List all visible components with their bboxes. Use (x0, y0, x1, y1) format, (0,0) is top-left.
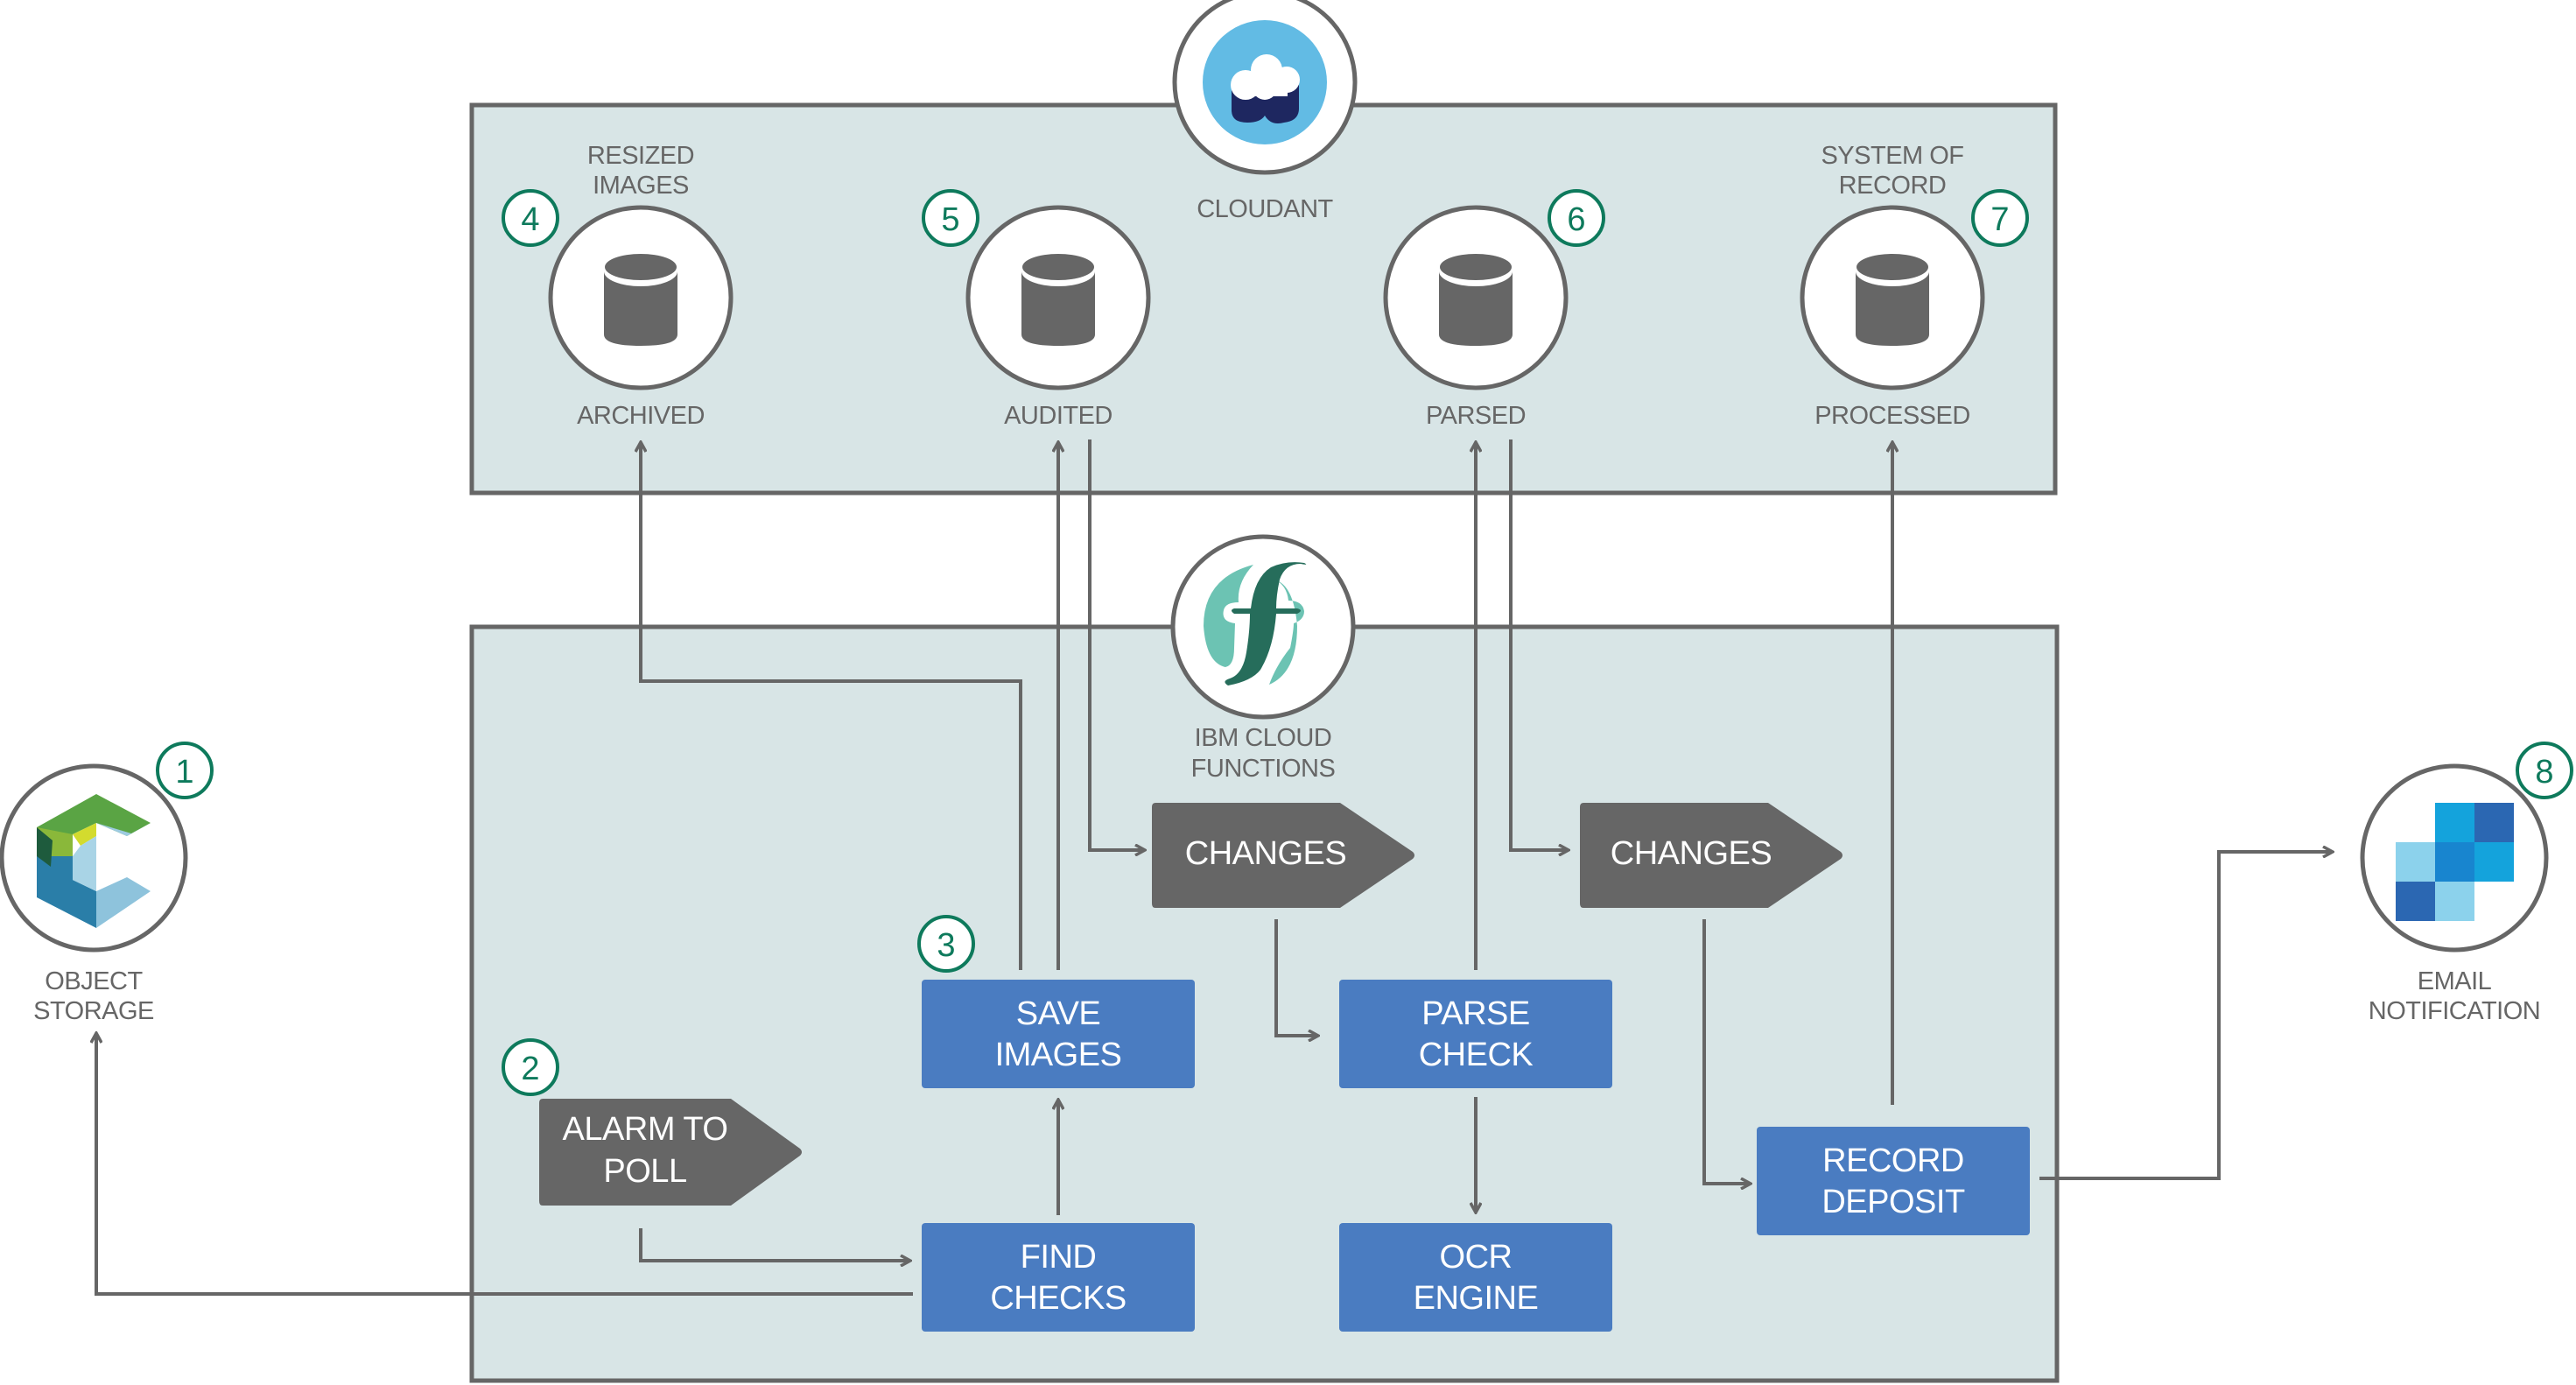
arrow-parsed-to-changes-2 (1509, 439, 1569, 850)
action-parse-check[interactable]: PARSE CHECK (1339, 980, 1612, 1088)
svg-text:6: 6 (1567, 201, 1585, 238)
step-badge-7: 7 (1971, 189, 2029, 247)
cloudant-service[interactable]: CLOUDANT (1172, 0, 1358, 223)
step-badge-4: 4 (502, 189, 559, 247)
trigger-alarm-line2: POLL (603, 1153, 686, 1190)
functions-service[interactable]: IBM CLOUD FUNCTIONS (1170, 534, 1356, 783)
trigger-changes-parsed[interactable]: CHANGES (1580, 803, 1843, 908)
trigger-changes-1-label: CHANGES (1185, 835, 1346, 872)
action-record-deposit-line1: RECORD (1822, 1142, 1964, 1179)
functions-label-line2: FUNCTIONS (1191, 755, 1336, 783)
trigger-alarm-to-poll[interactable]: ALARM TO POLL 2 (502, 1038, 802, 1206)
step-badge-8: 8 (2516, 742, 2573, 799)
arrow-find-checks-to-object-storage (96, 1033, 913, 1296)
email-notification-icon (2396, 803, 2514, 921)
action-record-deposit[interactable]: RECORD DEPOSIT (1757, 1127, 2030, 1235)
functions-panel (469, 624, 2060, 1383)
step-badge-3: 3 (917, 915, 975, 973)
action-ocr-engine[interactable]: OCR ENGINE (1339, 1223, 1612, 1332)
email-label-line1: EMAIL (2418, 967, 2492, 995)
svg-text:3: 3 (937, 927, 955, 964)
step-badge-1: 1 (156, 742, 214, 799)
action-record-deposit-line2: DEPOSIT (1821, 1184, 1965, 1220)
object-storage-label-line1: OBJECT (45, 967, 143, 995)
database-name: PROCESSED (1814, 402, 1970, 430)
action-find-checks-line2: CHECKS (990, 1280, 1126, 1317)
arrow-audited-to-changes-1 (1088, 439, 1145, 850)
svg-text:4: 4 (521, 201, 539, 238)
email-notification-service[interactable]: EMAIL NOTIFICATION 8 (2360, 742, 2573, 1025)
database-name: PARSED (1426, 402, 1526, 430)
action-ocr-engine-line1: OCR (1440, 1239, 1513, 1276)
functions-icon (1204, 562, 1307, 685)
action-ocr-engine-line2: ENGINE (1414, 1280, 1539, 1317)
action-find-checks[interactable]: FIND CHECKS (922, 1223, 1195, 1332)
trigger-alarm-line1: ALARM TO (563, 1111, 728, 1148)
functions-label-line1: IBM CLOUD (1195, 724, 1332, 752)
object-storage-icon (37, 794, 151, 928)
database-icon (1439, 254, 1513, 346)
arrow-changes-2-to-record-deposit (1702, 919, 1751, 1184)
trigger-changes-audited[interactable]: CHANGES (1152, 803, 1414, 908)
arrow-record-deposit-to-email (2039, 852, 2333, 1180)
action-save-images-line1: SAVE (1016, 995, 1101, 1032)
database-name: ARCHIVED (577, 402, 705, 430)
action-parse-check-line1: PARSE (1421, 995, 1530, 1032)
arrow-changes-1-to-parse-check (1274, 919, 1318, 1036)
trigger-changes-2-label: CHANGES (1611, 835, 1772, 872)
email-label-line2: NOTIFICATION (2369, 997, 2540, 1025)
svg-text:5: 5 (941, 201, 959, 238)
database-audited[interactable]: AUDITED 5 (922, 189, 1151, 430)
svg-text:8: 8 (2535, 754, 2553, 791)
action-parse-check-line2: CHECK (1419, 1037, 1534, 1073)
database-icon (1856, 254, 1929, 346)
step-badge-6: 6 (1548, 189, 1605, 247)
arrow-alarm-to-find-checks (639, 1228, 910, 1261)
step-badge-2: 2 (502, 1038, 559, 1096)
database-caption-line2: IMAGES (593, 172, 689, 200)
database-icon (1021, 254, 1095, 346)
database-caption-line1: RESIZED (587, 142, 694, 170)
database-caption-line1: SYSTEM OF (1821, 142, 1963, 170)
svg-text:7: 7 (1990, 201, 2009, 238)
connectors (96, 439, 2333, 1296)
database-icon (604, 254, 677, 346)
cloudant-icon (1203, 20, 1327, 144)
object-storage-service[interactable]: OBJECT STORAGE 1 (0, 742, 214, 1025)
svg-text:1: 1 (175, 754, 193, 791)
action-find-checks-line1: FIND (1021, 1239, 1097, 1276)
step-badge-5: 5 (922, 189, 979, 247)
cloudant-label: CLOUDANT (1197, 195, 1333, 223)
object-storage-label-line2: STORAGE (33, 997, 154, 1025)
database-caption-line2: RECORD (1839, 172, 1947, 200)
arrow-save-images-to-archived (641, 442, 1022, 970)
action-save-images[interactable]: SAVE IMAGES 3 (917, 915, 1195, 1088)
database-name: AUDITED (1004, 402, 1113, 430)
svg-text:2: 2 (521, 1051, 539, 1087)
action-save-images-line2: IMAGES (995, 1037, 1122, 1073)
database-parsed[interactable]: PARSED 6 (1383, 189, 1605, 430)
